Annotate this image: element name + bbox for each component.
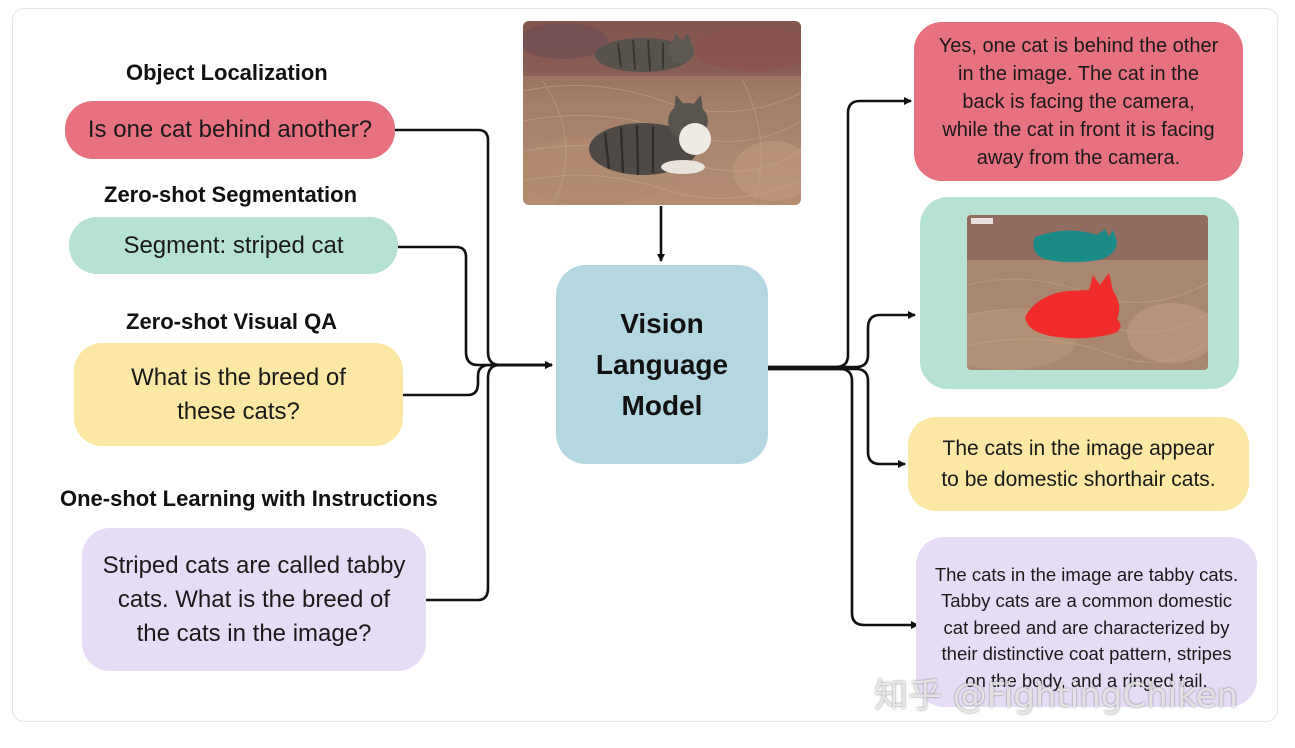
question-oneshot: Striped cats are called tabby cats. What… <box>82 528 426 671</box>
question-vqa-line1: What is the breed of <box>131 363 346 391</box>
answer-oneshot-line5: on the body, and a ringed tail. <box>965 669 1208 691</box>
connector-vqa <box>403 363 552 397</box>
question-localization: Is one cat behind another? <box>65 101 395 159</box>
question-segmentation: Segment: striped cat <box>69 217 398 274</box>
input-cat-photo-image <box>523 21 801 205</box>
question-segmentation-text: Segment: striped cat <box>123 231 344 259</box>
answer-localization-line5: away from the camera. <box>976 146 1181 169</box>
answer-segmentation <box>920 197 1239 389</box>
input-cat-photo <box>523 21 801 205</box>
question-oneshot-line3: the cats in the image? <box>136 619 372 647</box>
answer-localization-line3: back is facing the camera, <box>962 90 1195 113</box>
segmentation-output-graphic <box>967 215 1208 370</box>
question-oneshot-line2: cats. What is the breed of <box>117 585 391 613</box>
answer-oneshot: The cats in the image are tabby cats. Ta… <box>916 537 1257 707</box>
heading-object-localization: Object Localization <box>126 60 328 85</box>
model-label-line2: Language <box>595 349 729 380</box>
answer-localization: Yes, one cat is behind the other in the … <box>914 22 1243 181</box>
answer-localization-line1: Yes, one cat is behind the other <box>938 34 1219 57</box>
question-vqa: What is the breed of these cats? <box>74 343 403 446</box>
answer-vqa: The cats in the image appear to be domes… <box>908 417 1249 511</box>
connector-out-segmentation <box>768 311 916 369</box>
answer-vqa-line2: to be domestic shorthair cats. <box>941 468 1216 491</box>
model-label-line1: Vision <box>620 308 704 339</box>
answer-oneshot-line1: The cats in the image are tabby cats. <box>934 563 1239 585</box>
vision-language-model-box: Vision Language Model <box>556 265 768 464</box>
answer-vqa-line1: The cats in the image appear <box>942 437 1215 460</box>
answer-oneshot-line2: Tabby cats are a common domestic <box>941 590 1232 612</box>
answer-oneshot-line3: cat breed and are characterized by <box>943 616 1230 638</box>
question-vqa-line2: these cats? <box>177 397 300 425</box>
watermark: 知乎 @FightingChiken <box>874 676 1239 716</box>
question-oneshot-line1: Striped cats are called tabby <box>102 551 406 579</box>
answer-localization-line4: while the cat in front it is facing <box>942 118 1215 141</box>
segmentation-output-image <box>967 215 1208 370</box>
connector-segmentation <box>398 245 553 369</box>
answer-oneshot-line4: their distinctive coat pattern, stripes <box>941 643 1232 665</box>
model-label-line3: Model <box>621 390 703 421</box>
connector-out-vqa <box>768 367 906 468</box>
heading-zero-shot-visual-qa: Zero-shot Visual QA <box>126 309 338 334</box>
connector-out-oneshot <box>768 367 919 629</box>
question-localization-text: Is one cat behind another? <box>87 116 373 143</box>
heading-zero-shot-segmentation: Zero-shot Segmentation <box>104 182 358 207</box>
heading-one-shot-learning: One-shot Learning with Instructions <box>60 486 438 511</box>
connector-oneshot <box>426 363 552 602</box>
answer-localization-line2: in the image. The cat in the <box>958 62 1199 85</box>
